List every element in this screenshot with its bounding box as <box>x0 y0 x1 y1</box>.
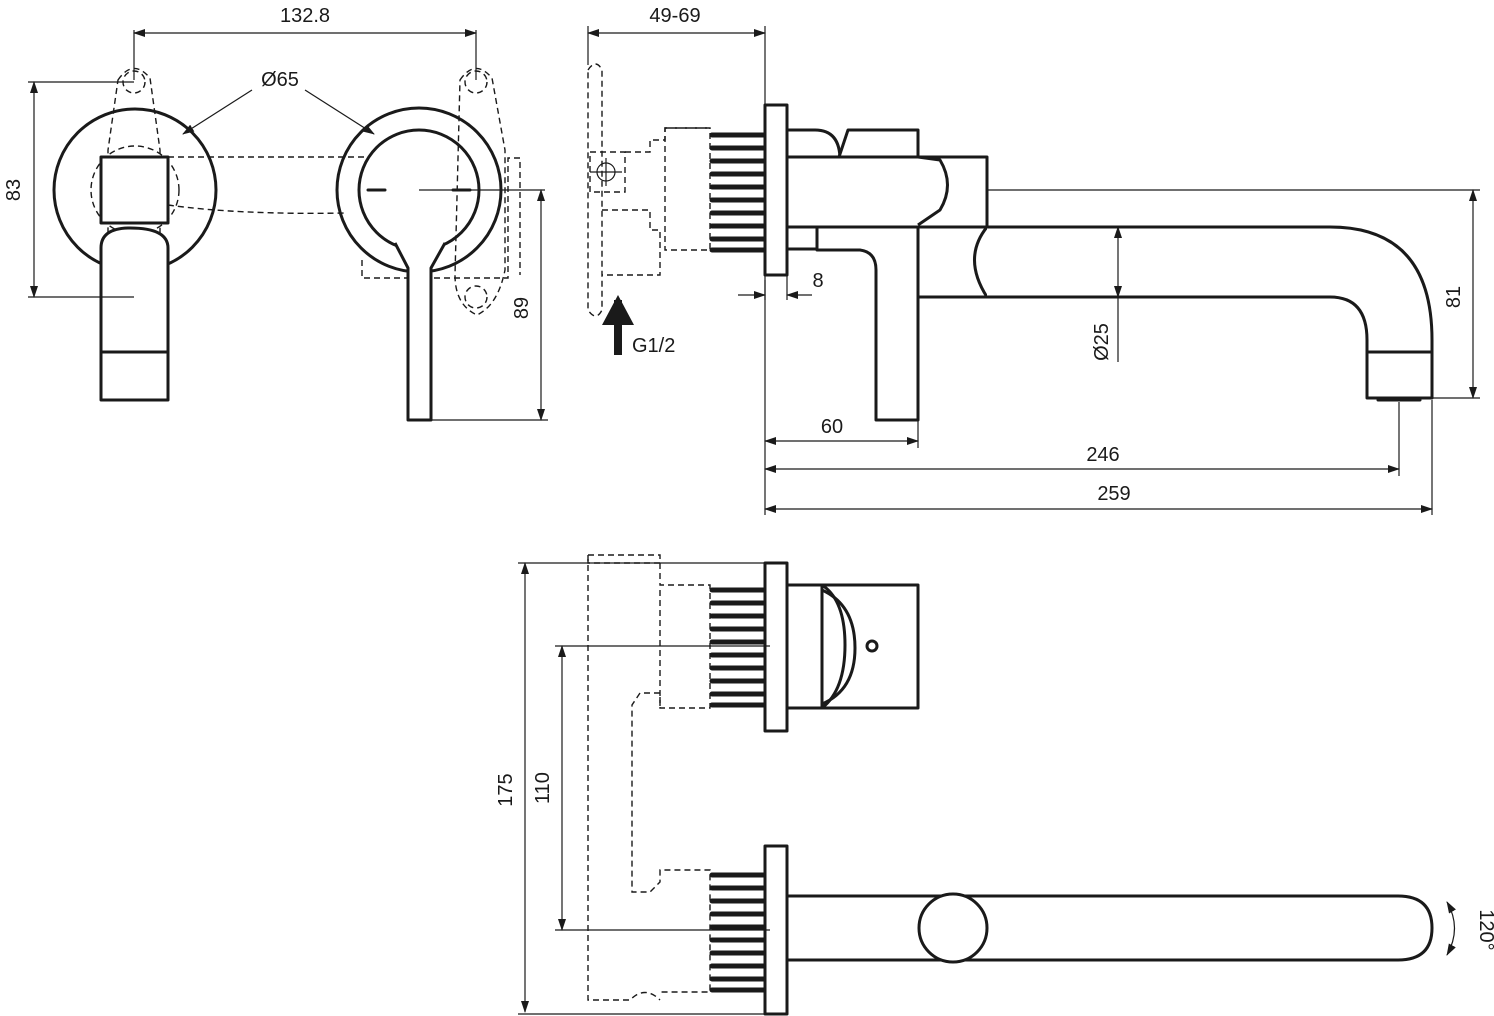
dim-label-plate-spacing: 132.8 <box>280 5 330 27</box>
dim-label-total-height: 175 <box>495 773 517 806</box>
dim-label-spout-diameter: Ø25 <box>1091 323 1113 361</box>
right-lever-handle <box>393 242 447 422</box>
dim-label-rosette-gap: 8 <box>812 270 823 292</box>
dim-label-connection: G1/2 <box>632 335 675 357</box>
dim-wall-depth: 49-69 <box>587 5 766 105</box>
connection-arrow: G1/2 <box>602 295 675 357</box>
dim-label-total-projection: 259 <box>1097 483 1130 505</box>
dim-spout-height: 81 <box>987 189 1480 399</box>
dim-rosette-gap: 8 <box>738 270 824 300</box>
dim-plate-diameter: Ø65 <box>182 69 375 135</box>
front-view: 132.8 Ø65 83 89 <box>3 5 548 422</box>
dim-label-swivel-angle: 120° <box>1475 909 1494 950</box>
side-rosette-plate <box>763 103 789 277</box>
top-concealed-body-hidden <box>587 554 711 1001</box>
left-handle <box>99 155 170 402</box>
side-spout <box>987 225 1434 400</box>
dim-label-outlet-spacing: 110 <box>532 772 554 804</box>
dim-spout-diameter: Ø25 <box>1091 226 1122 362</box>
concealed-body-hidden <box>587 63 710 317</box>
top-threads-upper <box>709 587 768 708</box>
top-spout <box>785 894 1434 962</box>
top-threads-lower <box>709 872 768 993</box>
dim-plate-spacing: 132.8 <box>133 5 477 80</box>
right-mounting-bracket-hidden <box>361 67 521 316</box>
dim-total-height: 175 <box>495 562 765 1015</box>
side-mixer-body <box>785 128 989 422</box>
dim-label-handle-offset: 60 <box>821 416 843 438</box>
dim-projections: 60 246 259 <box>764 280 1433 515</box>
dim-plate-height: 83 <box>3 81 134 298</box>
side-view: G1/2 49-69 8 Ø25 81 <box>587 5 1480 515</box>
dim-label-spout-projection: 246 <box>1086 444 1119 466</box>
dim-label-wall-depth: 49-69 <box>649 5 700 27</box>
dim-label-spout-height: 81 <box>1443 286 1465 308</box>
top-upper-rosette <box>763 561 789 733</box>
dim-label-plate-diameter: Ø65 <box>261 69 299 91</box>
top-view: 120° 175 110 <box>495 554 1494 1016</box>
dim-outlet-spacing: 110 <box>532 645 770 931</box>
top-mixer-handle <box>785 583 920 710</box>
dim-label-plate-height: 83 <box>3 179 25 201</box>
swivel-angle-indicator: 120° <box>1446 901 1494 956</box>
side-threads <box>709 132 768 253</box>
dim-handle-drop: 89 <box>431 189 548 421</box>
top-spout-aerator <box>917 892 989 964</box>
dim-label-handle-drop: 89 <box>511 297 533 319</box>
